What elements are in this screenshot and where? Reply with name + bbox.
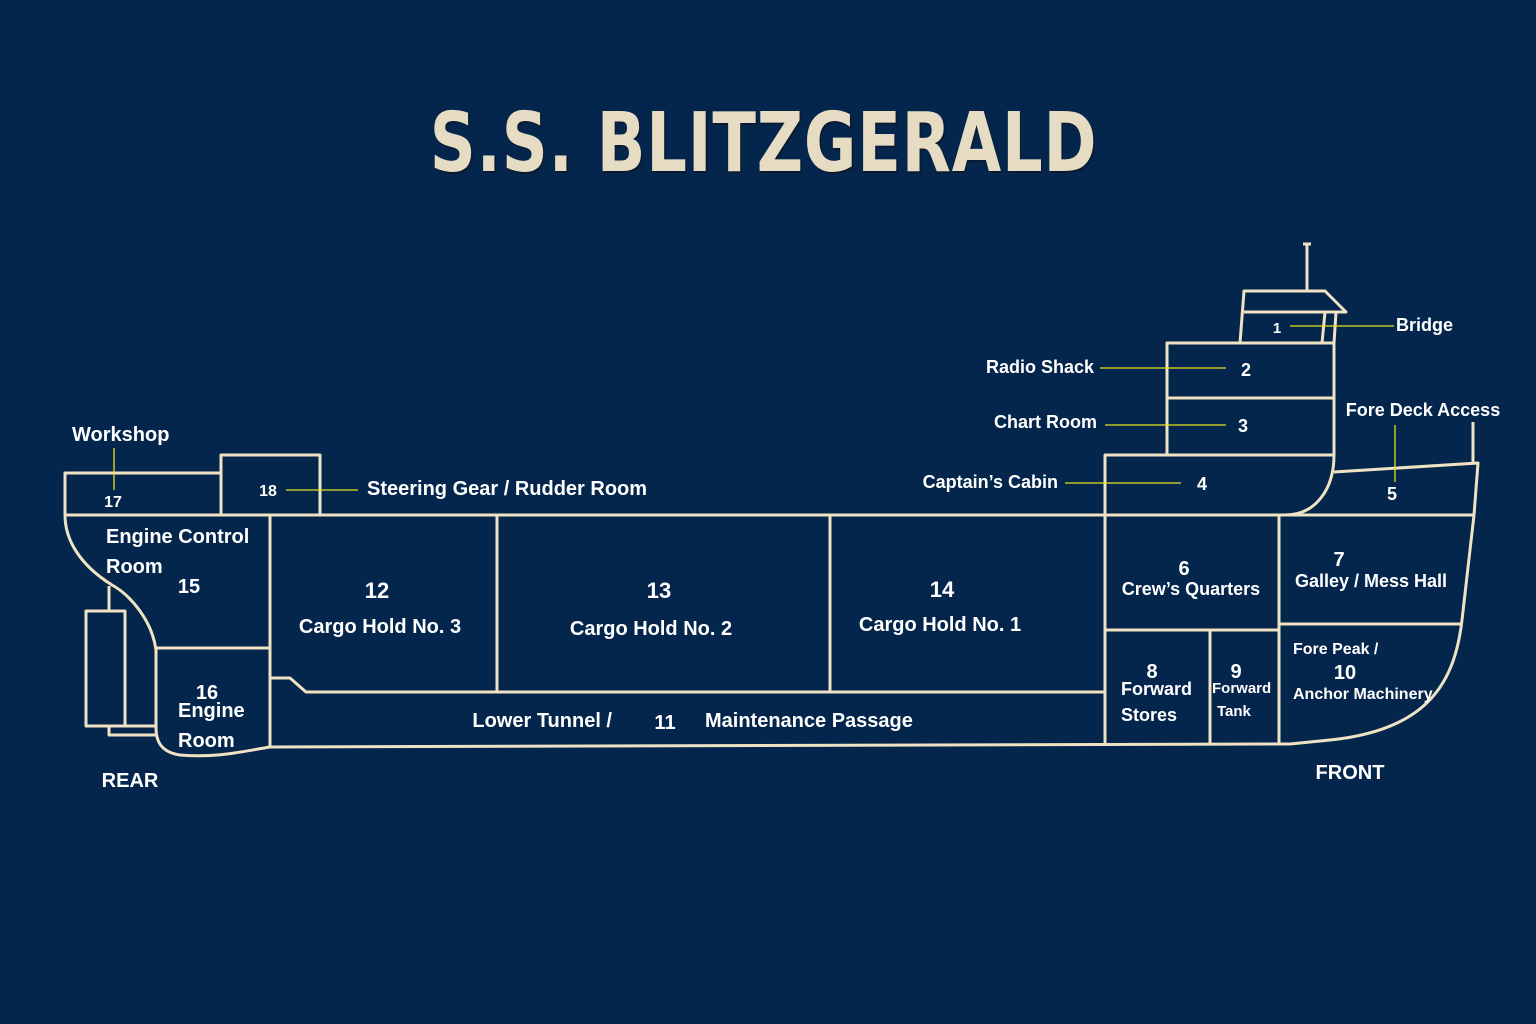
room-3-label: Chart Room: [994, 412, 1097, 432]
room-15-label-1: Engine Control: [106, 526, 249, 548]
room-14-number: 14: [930, 577, 955, 602]
leader-lines: [113, 325, 1396, 491]
room-16-label-2: Room: [178, 730, 235, 752]
room-1-label: Bridge: [1396, 315, 1453, 335]
room-7-number: 7: [1333, 549, 1344, 571]
room-11-label-1: Lower Tunnel /: [472, 710, 612, 732]
hull: [63, 513, 1476, 758]
ship-title: S.S. BLITZGERALD: [429, 96, 1098, 191]
room-8-label-2: Stores: [1121, 705, 1177, 725]
room-9-label-1: Forward: [1212, 680, 1271, 697]
room-12-number: 12: [365, 578, 389, 603]
room-14-label: Cargo Hold No. 1: [859, 614, 1021, 636]
room-18-label: Steering Gear / Rudder Room: [367, 478, 647, 500]
room-2-label: Radio Shack: [986, 357, 1095, 377]
room-5-label: Fore Deck Access: [1346, 400, 1500, 420]
room-6-number: 6: [1178, 558, 1189, 580]
rear-label: REAR: [102, 770, 159, 792]
room-7-label: Galley / Mess Hall: [1295, 571, 1447, 591]
room-5-number: 5: [1387, 484, 1397, 504]
room-15-label-2: Room: [106, 556, 163, 578]
room-18-number: 18: [259, 483, 277, 500]
room-4-label: Captain’s Cabin: [923, 472, 1058, 492]
room-8-number: 8: [1146, 661, 1157, 683]
room-4-number: 4: [1197, 474, 1207, 494]
room-10-label-2: Anchor Machinery: [1293, 686, 1433, 703]
hull-outline: [63, 242, 1480, 758]
room-11-label-2: Maintenance Passage: [705, 710, 913, 732]
room-15-number: 15: [178, 576, 200, 598]
room-9-number: 9: [1230, 661, 1241, 683]
room-1-number: 1: [1273, 320, 1281, 337]
room-13-label: Cargo Hold No. 2: [570, 618, 732, 640]
room-10-label-1: Fore Peak /: [1293, 641, 1379, 658]
front-label: FRONT: [1316, 762, 1385, 784]
room-17-number: 17: [104, 494, 122, 511]
room-8-label-1: Forward: [1121, 679, 1192, 699]
room-16-number: 16: [196, 682, 218, 704]
labels: 1 Bridge 2 Radio Shack 3 Chart Room 4 Ca…: [72, 315, 1500, 792]
room-2-number: 2: [1241, 360, 1251, 380]
room-9-label-2: Tank: [1217, 703, 1252, 720]
room-11-number: 11: [654, 712, 675, 734]
room-12-label: Cargo Hold No. 3: [299, 616, 461, 638]
room-13-number: 13: [647, 578, 671, 603]
room-16-label-1: Engine: [178, 700, 245, 722]
room-17-label: Workshop: [72, 424, 169, 446]
room-3-number: 3: [1238, 416, 1248, 436]
room-6-label: Crew’s Quarters: [1122, 579, 1260, 599]
room-10-number: 10: [1334, 662, 1356, 684]
